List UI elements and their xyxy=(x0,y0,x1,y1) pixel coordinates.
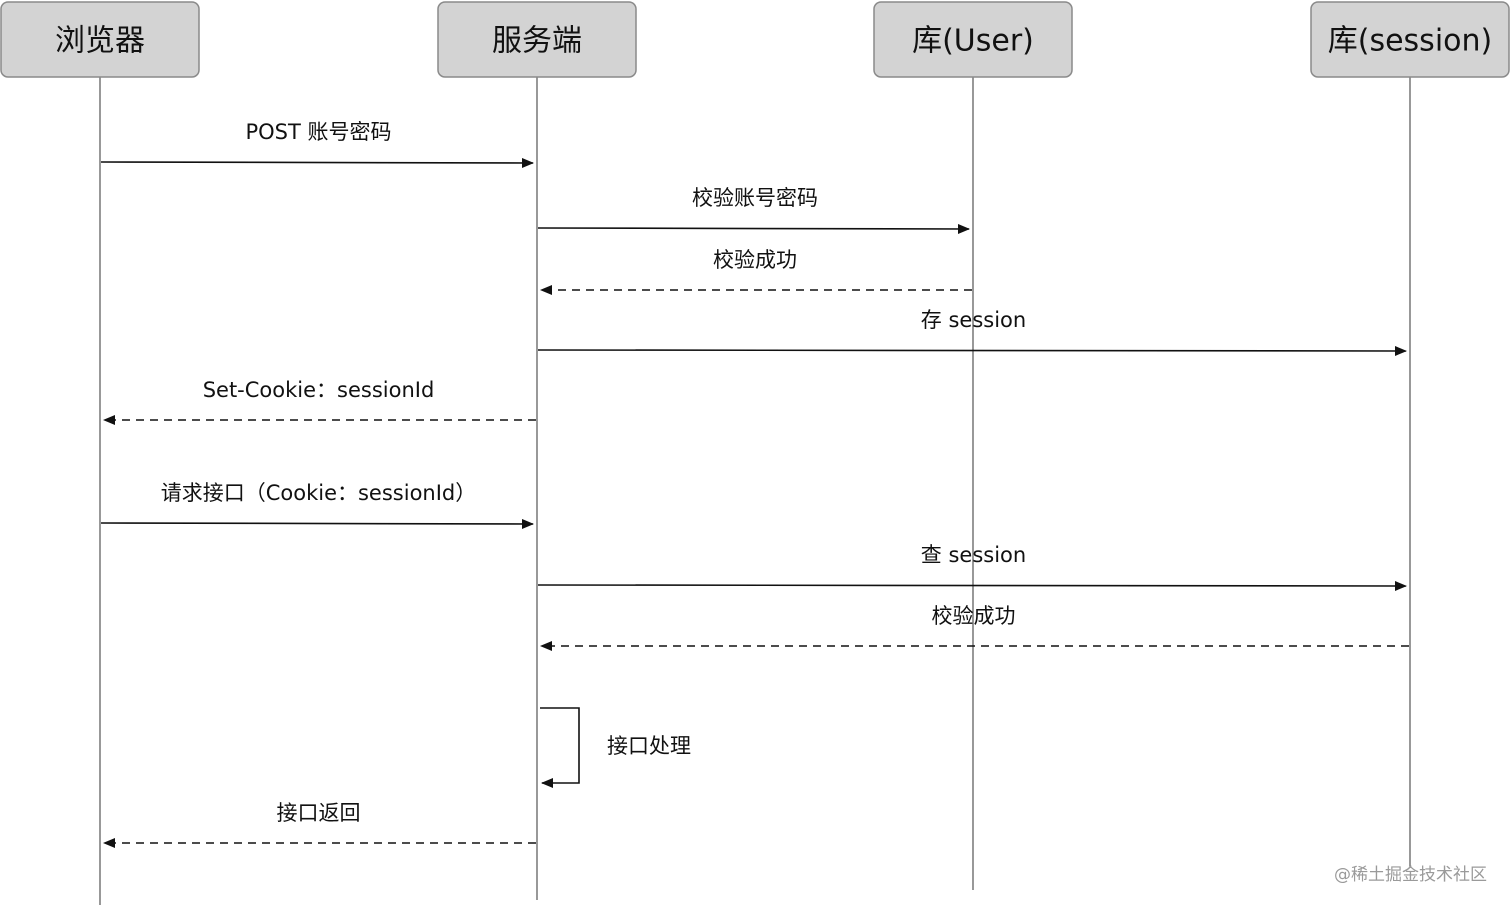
actor-box-user_db xyxy=(873,1,1073,78)
message-arrow-7 xyxy=(537,580,1407,591)
message-label-2: 校验账号密码 xyxy=(692,186,818,210)
actor-user_db: 库(User) xyxy=(873,1,1073,78)
actor-box-server xyxy=(437,1,637,78)
message-arrow-2 xyxy=(537,223,970,234)
message-1: POST 账号密码 xyxy=(100,120,534,168)
message-label-7: 查 session xyxy=(921,543,1026,567)
message-2: 校验账号密码 xyxy=(537,186,970,234)
message-3: 校验成功 xyxy=(540,248,972,295)
actor-label-browser: 浏览器 xyxy=(55,24,145,59)
actor-label-user_db: 库(User) xyxy=(912,24,1034,59)
actor-box-browser xyxy=(0,1,200,78)
message-9: 接口处理 xyxy=(540,707,691,788)
message-arrow-4 xyxy=(537,345,1407,356)
message-arrow-9 xyxy=(540,707,580,788)
message-label-5: Set-Cookie：sessionId xyxy=(203,378,435,402)
actors: 浏览器 服务端 库(User) 库(session) xyxy=(0,1,1510,78)
message-8: 校验成功 xyxy=(540,604,1409,651)
message-label-1: POST 账号密码 xyxy=(245,120,391,144)
message-6: 请求接口（Cookie：sessionId） xyxy=(100,481,534,529)
message-5: Set-Cookie：sessionId xyxy=(103,378,536,425)
message-arrow-1 xyxy=(100,157,534,168)
message-label-10: 接口返回 xyxy=(277,801,361,825)
actor-server: 服务端 xyxy=(437,1,637,78)
message-label-4: 存 session xyxy=(921,308,1026,332)
watermark: @稀土掘金技术社区 xyxy=(1334,865,1487,885)
message-label-3: 校验成功 xyxy=(713,248,797,272)
message-label-8: 校验成功 xyxy=(932,604,1016,628)
actor-session_db: 库(session) xyxy=(1310,1,1510,78)
message-label-6: 请求接口（Cookie：sessionId） xyxy=(161,481,477,505)
message-label-9: 接口处理 xyxy=(607,734,691,758)
actor-browser: 浏览器 xyxy=(0,1,200,78)
message-4: 存 session xyxy=(537,308,1407,356)
message-7: 查 session xyxy=(537,543,1407,591)
lifelines xyxy=(99,77,1411,905)
actor-label-server: 服务端 xyxy=(492,24,582,59)
actor-box-session_db xyxy=(1310,1,1510,78)
message-arrow-6 xyxy=(100,518,534,529)
actor-label-session_db: 库(session) xyxy=(1328,24,1492,59)
message-10: 接口返回 xyxy=(103,801,536,848)
